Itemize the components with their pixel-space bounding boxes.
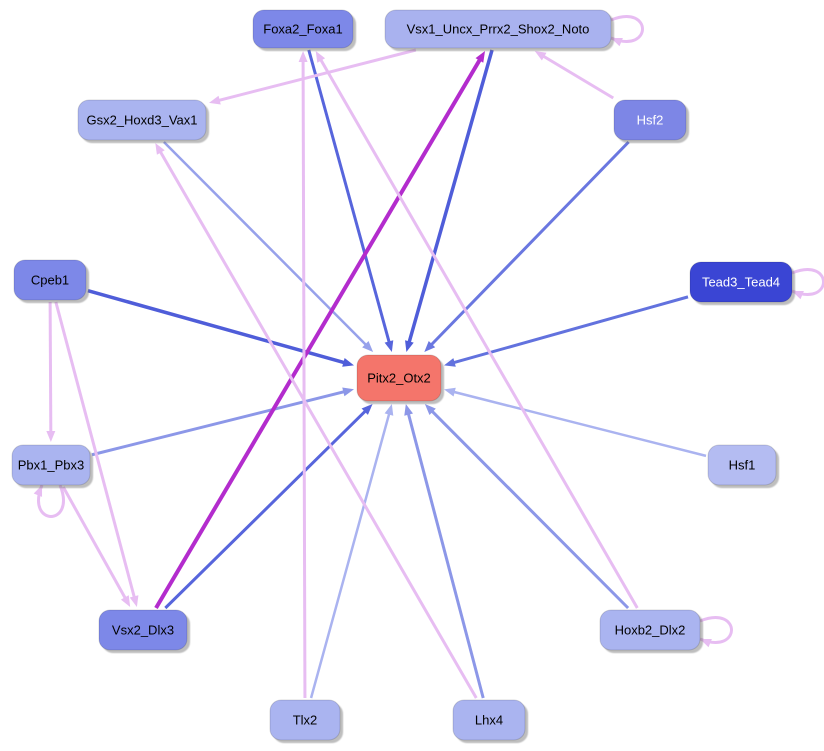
arrowhead-icon bbox=[342, 358, 354, 367]
graph-node-Pitx2_Otx2[interactable]: Pitx2_Otx2 bbox=[356, 354, 442, 402]
arrowhead-icon bbox=[384, 340, 394, 352]
edges-layer bbox=[33, 15, 824, 699]
arrowhead-icon bbox=[155, 143, 165, 155]
edge-Lhx4-to-Pitx2_Otx2 bbox=[406, 411, 485, 699]
node-shape[interactable] bbox=[384, 9, 612, 49]
arrowhead-icon bbox=[534, 51, 547, 61]
node-shape[interactable] bbox=[599, 609, 701, 651]
nodes-layer: Foxa2_Foxa1 Vsx1_Uncx_Prrx2_Shox2_NotoGsx… bbox=[11, 9, 793, 741]
graph-node-Hsf1[interactable]: Hsf1 bbox=[707, 444, 777, 486]
arrowhead-icon bbox=[315, 51, 326, 63]
arrowhead-icon bbox=[362, 341, 374, 352]
graph-node-Tead3_Tead4[interactable]: Tead3_Tead4 bbox=[689, 261, 793, 303]
edge-Lhx4-to-Gsx2_Hoxd3_Vax1 bbox=[158, 149, 478, 699]
arrowhead-icon bbox=[444, 387, 456, 397]
graph-node-Hsf2[interactable]: Hsf2 bbox=[613, 99, 687, 141]
graph-node-Vsx1_Uncx_Prrx2_Shox2_Noto[interactable]: Vsx1_Uncx_Prrx2_Shox2_Noto bbox=[384, 9, 612, 49]
graph-node-Cpeb1[interactable]: Cpeb1 bbox=[13, 259, 87, 301]
edge-Hsf1-to-Pitx2_Otx2 bbox=[451, 390, 707, 458]
node-shape[interactable] bbox=[11, 444, 91, 486]
arrowhead-icon bbox=[298, 51, 308, 63]
edge-Hsf2-to-Pitx2_Otx2 bbox=[428, 140, 630, 348]
graph-node-Vsx2_Dlx3[interactable]: Vsx2_Dlx3 bbox=[98, 609, 188, 651]
edge-Cpeb1-to-Pbx1_Pbx3 bbox=[48, 301, 53, 435]
arrowhead-icon bbox=[700, 638, 712, 648]
arrowhead-icon bbox=[33, 485, 43, 497]
arrowhead-icon bbox=[342, 387, 354, 397]
graph-node-Gsx2_Hoxd3_Vax1[interactable]: Gsx2_Hoxd3_Vax1 bbox=[77, 99, 207, 141]
edge-Hoxb2_Dlx2-to-Foxa2_Foxa1 bbox=[318, 57, 639, 609]
edge-Vsx2_Dlx3-to-Pitx2_Otx2 bbox=[164, 408, 368, 610]
edge-Pbx1_Pbx3-to-Vsx2_Dlx3 bbox=[61, 486, 128, 601]
arrowhead-icon bbox=[424, 340, 436, 352]
node-shape[interactable] bbox=[269, 699, 341, 741]
edge-Vsx2_Dlx3-to-Vsx1_Uncx_Prrx2_Shox2_Noto bbox=[154, 56, 483, 610]
graph-node-Tlx2[interactable]: Tlx2 bbox=[269, 699, 341, 741]
arrowhead-icon bbox=[611, 37, 623, 47]
node-shape[interactable] bbox=[356, 354, 442, 402]
node-shape[interactable] bbox=[689, 261, 793, 303]
self-loop-Hoxb2_Dlx2 bbox=[699, 616, 733, 644]
arrowhead-icon bbox=[120, 595, 131, 607]
edge-Foxa2_Foxa1-to-Pitx2_Otx2 bbox=[307, 49, 392, 345]
edge-Vsx1_Uncx_Prrx2_Shox2_Noto-to-Pitx2_Otx2 bbox=[406, 49, 494, 345]
graph-node-Foxa2_Foxa1[interactable]: Foxa2_Foxa1 bbox=[252, 9, 354, 49]
node-shape[interactable] bbox=[98, 609, 188, 651]
node-shape[interactable] bbox=[252, 9, 354, 49]
graph-node-Hoxb2_Dlx2[interactable]: Hoxb2_Dlx2 bbox=[599, 609, 701, 651]
arrowhead-icon bbox=[444, 358, 456, 367]
self-loop-Pbx1_Pbx3 bbox=[37, 484, 65, 518]
node-shape[interactable] bbox=[13, 259, 87, 301]
edge-Vsx1_Uncx_Prrx2_Shox2_Noto-to-Gsx2_Hoxd3_Vax1 bbox=[216, 48, 417, 103]
edge-Cpeb1-to-Vsx2_Dlx3 bbox=[54, 301, 137, 600]
node-shape[interactable] bbox=[707, 444, 777, 486]
edge-Tead3_Tead4-to-Pitx2_Otx2 bbox=[451, 295, 689, 365]
graph-node-Lhx4[interactable]: Lhx4 bbox=[452, 699, 526, 741]
arrowhead-icon bbox=[475, 51, 486, 63]
arrowhead-icon bbox=[129, 595, 139, 607]
self-loop-Tead3_Tead4 bbox=[791, 268, 824, 296]
node-shape[interactable] bbox=[77, 99, 207, 141]
edge-Tlx2-to-Foxa2_Foxa1 bbox=[301, 58, 307, 699]
arrowhead-icon bbox=[46, 430, 56, 442]
graph-node-Pbx1_Pbx3[interactable]: Pbx1_Pbx3 bbox=[11, 444, 91, 486]
edge-Tlx2-to-Pitx2_Otx2 bbox=[309, 411, 391, 699]
node-shape[interactable] bbox=[452, 699, 526, 741]
arrowhead-icon bbox=[405, 340, 414, 352]
node-shape[interactable] bbox=[613, 99, 687, 141]
arrowhead-icon bbox=[209, 95, 221, 105]
arrowhead-icon bbox=[404, 404, 413, 416]
arrowhead-icon bbox=[361, 404, 373, 415]
edge-Pbx1_Pbx3-to-Pitx2_Otx2 bbox=[91, 389, 347, 457]
arrowhead-icon bbox=[424, 404, 436, 415]
edge-Hsf2-to-Vsx1_Uncx_Prrx2_Shox2_Noto bbox=[540, 53, 615, 100]
arrowhead-icon bbox=[792, 290, 804, 300]
edge-Hoxb2_Dlx2-to-Pitx2_Otx2 bbox=[429, 408, 630, 610]
arrowhead-icon bbox=[384, 404, 394, 416]
self-loop-Vsx1_Uncx_Prrx2_Shox2_Noto bbox=[610, 15, 644, 43]
edge-Gsx2_Hoxd3_Vax1-to-Pitx2_Otx2 bbox=[163, 141, 369, 348]
